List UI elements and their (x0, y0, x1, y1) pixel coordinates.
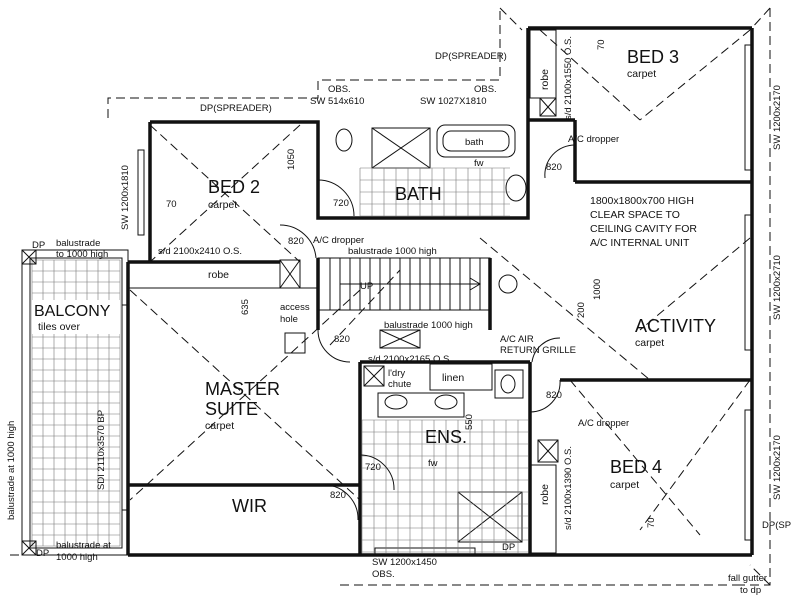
robes (429, 29, 557, 554)
annotations: DP(SPREADER) DP(SPREADER) OBS. SW 514x61… (6, 36, 791, 596)
dim-70-bed2: 70 (166, 199, 177, 210)
balustrade-top-1: balustrade (56, 238, 100, 249)
ac-dropper-bed3: A/C dropper (568, 134, 619, 145)
balustrade-vertical: balustrade at 1000 high (6, 421, 17, 520)
clearance-note-2: CLEAR SPACE TO (590, 209, 680, 221)
bed4-finish: carpet (610, 479, 639, 491)
clearance-note-1: 1800x1800x700 HIGH (590, 195, 694, 207)
obs-label-3: OBS. (372, 569, 395, 580)
dp-spreader-top: DP(SPREADER) (435, 51, 507, 62)
master-name-2: SUITE (205, 399, 258, 419)
dim-820-bed4: 820 (546, 390, 562, 401)
dim-720-ens: 720 (365, 462, 381, 473)
dim-820-wir: 820 (330, 490, 346, 501)
activity-name: ACTIVITY (635, 316, 716, 336)
ac-air-label-2: RETURN GRILLE (500, 345, 576, 356)
dp-top-left: DP (32, 240, 45, 251)
bed3-finish: carpet (627, 68, 656, 80)
windows (121, 44, 752, 555)
balcony (21, 249, 129, 556)
balustrade-stair-bottom: balustrade 1000 high (384, 320, 473, 331)
dimension-labels: 70 70 70 1050 720 720 820 820 820 820 82… (166, 39, 657, 528)
bed4-name: BED 4 (610, 457, 662, 477)
stair-up-label: UP (360, 281, 373, 292)
fall-gutter-2: to dp (740, 585, 761, 596)
sd-2165-label: s/d 2100x2165 O.S. (368, 354, 452, 365)
ac-air-label-1: A/C AIR (500, 334, 534, 345)
door-swings (279, 144, 576, 521)
balustrade-stair-top: balustrade 1000 high (348, 246, 437, 257)
ens-fw: fw (428, 458, 438, 469)
activity-finish: carpet (635, 337, 664, 349)
bed3-robe-label: robe (539, 69, 551, 90)
dp-spreader-left: DP(SPREADER) (200, 103, 272, 114)
linen-label: linen (442, 372, 464, 384)
dim-70-bed4: 70 (646, 517, 657, 528)
dim-720-bath: 720 (333, 198, 349, 209)
wir-name: WIR (232, 496, 267, 516)
dim-820-master: 820 (334, 334, 350, 345)
bath-fixtures (335, 124, 527, 217)
bath-fw: fw (474, 158, 484, 169)
stairs (317, 257, 491, 311)
sw-1200x2710-label: SW 1200x2710 (772, 255, 783, 320)
balustrade-bottom-1: balustrade at (56, 540, 111, 551)
sd-1550-label: s/d 2100x1550 O.S. (563, 36, 574, 120)
clearance-note-3: CEILING CAVITY FOR (590, 223, 697, 235)
balustrade-top-2: to 1000 high (56, 249, 108, 260)
balcony-finish: tiles over (38, 321, 81, 333)
balustrade-bottom-2: 1000 high (56, 552, 98, 563)
access-hole-label-1: access (280, 302, 310, 313)
dry-chute-label-1: l'dry (388, 368, 405, 379)
ac-dropper-boxes (21, 97, 559, 556)
ensuite-fixtures (361, 369, 528, 553)
obs-label-2: OBS. (474, 84, 497, 95)
bed3-name: BED 3 (627, 47, 679, 67)
sd-2410-label: s/d 2100x2410 O.S. (158, 246, 242, 257)
roof-diagonals (129, 29, 751, 536)
sw-1200x2170-top-label: SW 1200x2170 (772, 85, 783, 150)
sd-1390-label: s/d 2100x1390 O.S. (563, 446, 574, 530)
sw-1200x1810-label: SW 1200x1810 (120, 165, 131, 230)
sdi-balcony-label: SDI 2110x3570 BP (96, 410, 107, 490)
master-robe-label: robe (208, 269, 229, 281)
fall-gutter-1: fall gutter (728, 573, 767, 584)
dry-chute-label-2: chute (388, 379, 411, 390)
master-name-1: MASTER (205, 379, 280, 399)
access-hole-label-2: hole (280, 314, 298, 325)
clearance-note-4: A/C INTERNAL UNIT (590, 237, 690, 249)
sw-1027-label: SW 1027X1810 (420, 96, 487, 107)
ens-name: ENS. (425, 427, 467, 447)
dim-1000: 1000 (592, 279, 603, 300)
dim-820-bed3: 820 (546, 162, 562, 173)
ac-dropper-hall: A/C dropper (313, 235, 364, 246)
dim-635: 635 (240, 299, 251, 315)
balcony-name: BALCONY (34, 303, 111, 320)
bed2-finish: carpet (208, 199, 237, 211)
bath-tub-label: bath (465, 137, 484, 148)
dp-bottom-mid: DP (502, 542, 515, 553)
ac-dropper-bed4: A/C dropper (578, 418, 629, 429)
dim-1050: 1050 (286, 149, 297, 170)
bed4-robe-label: robe (539, 484, 551, 505)
bed2-name: BED 2 (208, 177, 260, 197)
obs-label-1: OBS. (328, 84, 351, 95)
sw-1200x1450-label: SW 1200x1450 (372, 557, 437, 568)
dp-right: DP(SP (762, 520, 791, 531)
sw-1200x2170-bottom-label: SW 1200x2170 (772, 435, 783, 500)
sw-514-label: SW 514x610 (310, 96, 364, 107)
master-finish: carpet (205, 420, 234, 432)
bath-name: BATH (395, 184, 442, 204)
dp-bottom-left: DP (36, 548, 49, 559)
dim-550: 550 (464, 414, 475, 430)
dim-70-bed3: 70 (596, 39, 607, 50)
dim-820-hall: 820 (288, 236, 304, 247)
room-labels: BED 2 carpet BED 3 carpet BED 4 carpet B… (32, 47, 716, 516)
dim-200: 200 (576, 302, 587, 318)
